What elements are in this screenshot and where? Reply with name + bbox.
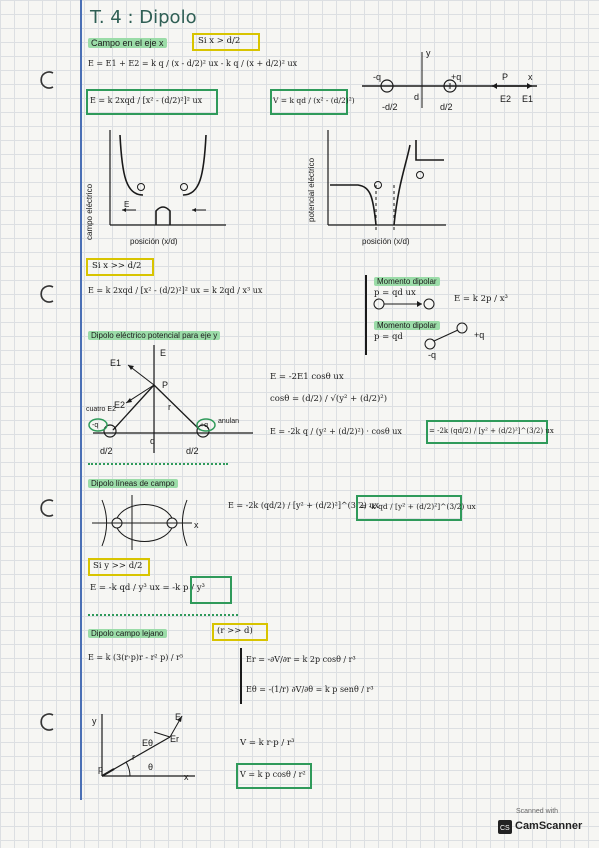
result-box	[236, 763, 312, 789]
axis-x-label: x	[194, 520, 199, 530]
moment-diagram	[373, 298, 435, 310]
camscanner-logo-icon: CS	[498, 820, 512, 834]
eth-label: Eθ	[142, 738, 154, 748]
er-label: Er	[170, 734, 179, 744]
moment-def-2: p = qd	[374, 332, 403, 342]
axis-x-label: x	[184, 772, 189, 782]
field-plot	[109, 130, 226, 226]
potential-result: V = k qd / (x² - (d/2)²)	[273, 96, 355, 105]
plus-q-label: +q	[474, 330, 485, 340]
charge-pos-label: +q	[451, 72, 462, 82]
svg-text:CS: CS	[500, 825, 510, 832]
section-heading: Dipolo líneas de campo	[88, 478, 178, 489]
d-label: d	[414, 92, 420, 102]
e-label: E	[160, 348, 167, 358]
field-lines-diagram	[92, 495, 192, 550]
p-label: P	[162, 380, 169, 390]
moment-label-2: Momento dipolar	[374, 320, 440, 331]
p-label: p	[98, 764, 104, 774]
binder-hole-icon	[38, 284, 58, 304]
half-right-label: d/2	[440, 102, 453, 112]
far-formula: E = k 2xqd / [x² - (d/2)²]² ux = k 2qd /…	[88, 286, 263, 295]
lines-approx: E = -k qd / y³ ux = -k p / y³	[90, 583, 205, 593]
charge-neg-label: -q	[373, 72, 382, 82]
condition-text: Si x >> d/2	[92, 261, 142, 271]
binder-hole-icon	[38, 498, 58, 518]
section-heading: Campo en el eje x	[88, 38, 167, 49]
field-plot-e-label: E	[124, 200, 130, 209]
result-box	[190, 576, 232, 604]
eq-3: E = -2k q / (y² + (d/2)²) · cosθ ux	[270, 427, 402, 436]
moment-def: p = qd ux	[374, 288, 416, 298]
potential-plot	[327, 130, 446, 230]
far-field-eq: E = k (3(r·p)r - r² p) / r⁵	[88, 653, 184, 662]
r-label: r	[168, 402, 171, 412]
half-left-label: d/2	[100, 446, 113, 456]
result-box	[270, 89, 348, 115]
lines-boxed: = -k qd / [y² + (d/2)²]^(3/2) ux	[360, 502, 476, 511]
v2-eq: V = k p cosθ / r²	[240, 770, 306, 779]
condition-box	[192, 33, 260, 51]
half-left-label: -d/2	[382, 102, 398, 112]
camscanner-watermark: Scanned with CS CamScanner	[498, 808, 583, 834]
axis-x-diagram	[362, 52, 537, 108]
divider	[88, 614, 238, 616]
e-label: E	[175, 712, 182, 722]
far-field-diagram	[101, 714, 195, 777]
half-right-label: d/2	[186, 446, 199, 456]
lines-eq: E = -2k (qd/2) / [y² + (d/2)²]^(3/2) ux	[228, 501, 380, 510]
bracket-line	[240, 648, 242, 704]
axis-y-diagram	[88, 345, 253, 453]
v1-eq: V = k r·p / r³	[240, 738, 295, 748]
condition-text: (r >> d)	[217, 626, 253, 636]
side-right: anulan	[218, 418, 240, 425]
result-box	[356, 495, 462, 521]
r-label: r	[132, 752, 135, 762]
margin-line	[80, 0, 82, 800]
section-heading: Dipolo campo lejano	[88, 628, 167, 639]
charge-right: +q	[200, 422, 208, 429]
e2-label: E2	[500, 94, 512, 104]
result-box	[426, 420, 548, 444]
field-plot-xlabel: posición (x/d)	[130, 237, 178, 246]
condition-text: Si y >> d/2	[93, 561, 143, 571]
eq-1: E = -2E1 cosθ ux	[270, 372, 344, 382]
axis-y-label: y	[426, 48, 431, 58]
eq-2: cosθ = (d/2) / √(y² + (d/2)²)	[270, 394, 388, 404]
e2-label: E2	[114, 400, 126, 410]
moment-label: Momento dipolar	[374, 276, 440, 287]
e1-label: E1	[522, 94, 534, 104]
bracket-line	[365, 275, 367, 355]
moment-field: E = k 2p / x³	[454, 294, 508, 304]
divider	[88, 463, 228, 465]
axis-x-label: x	[528, 72, 533, 82]
side-left: cuatro E2	[86, 406, 116, 413]
axis-y-label: y	[92, 716, 97, 726]
section-heading: Dipolo eléctrico potencial para eje y	[88, 330, 221, 341]
binder-hole-icon	[38, 70, 58, 90]
condition-box	[212, 623, 268, 641]
potential-plot-ylabel: potencial eléctrico	[307, 157, 316, 222]
point-p-label: P	[502, 72, 509, 82]
result-box	[86, 89, 218, 115]
condition-box	[88, 558, 150, 576]
d-label: d	[150, 436, 156, 446]
field-plot-ylabel: campo eléctrico	[85, 183, 94, 240]
superposition-formula: E = E1 + E2 = k q / (x - d/2)² ux - k q …	[88, 59, 298, 68]
moment-tilt-diagram	[424, 322, 468, 350]
condition-box	[86, 258, 154, 276]
axis-y-result: = -2k (qd/2) / [y² + (d/2)²]^(3/2) ux	[429, 427, 554, 435]
charge-left: -q	[92, 422, 99, 429]
field-result: E = k 2xqd / [x² - (d/2)²]² ux	[90, 96, 203, 105]
theta-label: θ	[148, 762, 154, 772]
page-title: T. 4 : Dipolo	[90, 7, 197, 28]
minus-q-label: -q	[428, 350, 437, 360]
e1-label: E1	[110, 358, 122, 368]
potential-plot-xlabel: posición (x/d)	[362, 237, 410, 246]
er-eq: Er = -∂V/∂r = k 2p cosθ / r³	[246, 655, 356, 664]
condition-text: Si x > d/2	[198, 36, 241, 46]
binder-hole-icon	[38, 712, 58, 732]
eth-eq: Eθ = -(1/r) ∂V/∂θ = k p senθ / r³	[246, 685, 374, 694]
